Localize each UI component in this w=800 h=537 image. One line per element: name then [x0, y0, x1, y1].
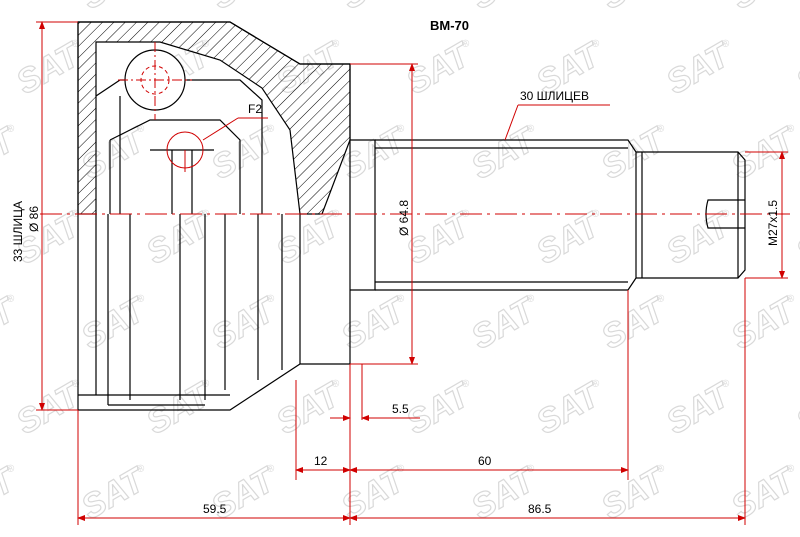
- watermark-logo: SAT®: [0, 459, 24, 527]
- housing-splines-label: 33 ШЛИЦА: [11, 201, 25, 262]
- svg-text:SAT: SAT: [0, 0, 24, 17]
- watermark-logo: SAT®: [334, 459, 414, 527]
- watermark-logo: SAT®: [464, 119, 544, 187]
- watermark-logo: SAT®: [139, 374, 219, 442]
- watermark-logo: SAT®: [74, 0, 154, 18]
- thread-label: M27x1.5: [766, 200, 780, 246]
- watermark-logo: SAT®: [659, 204, 739, 272]
- watermark-logo: SAT®: [334, 0, 414, 18]
- watermark-logo: SAT®: [0, 289, 24, 357]
- watermark-logo: SAT®: [594, 459, 674, 527]
- dim-5-5: 5.5: [392, 402, 409, 416]
- ball-center-marks: [118, 42, 268, 172]
- watermark-logo: SAT®: [659, 374, 739, 442]
- watermark-logo: SAT®: [204, 289, 284, 357]
- watermark-logo: SAT®: [724, 289, 800, 357]
- watermark-logo: SAT®: [529, 374, 609, 442]
- watermark-logo: SAT®: [789, 34, 800, 102]
- svg-text:SAT: SAT: [790, 375, 800, 442]
- dim-60: 60: [478, 454, 492, 468]
- watermark-logo: SAT®: [0, 119, 24, 187]
- dim-59-5: 59.5: [203, 502, 227, 516]
- outer-diameter-label: Ø 86: [27, 206, 41, 232]
- watermark-logo: SAT®: [659, 34, 739, 102]
- watermark-logo: SAT®: [789, 374, 800, 442]
- watermark-logo: SAT®: [269, 374, 349, 442]
- watermark-logo: SAT®: [594, 0, 674, 18]
- watermark-logo: SAT®: [724, 0, 800, 18]
- svg-text:SAT: SAT: [75, 0, 154, 17]
- watermark-logo: SAT®: [204, 119, 284, 187]
- watermark-logo: SAT®: [594, 289, 674, 357]
- svg-text:SAT: SAT: [790, 35, 800, 102]
- watermark-logo: SAT®: [399, 374, 479, 442]
- watermark-logo: SAT®: [529, 204, 609, 272]
- dimension-lines: [36, 21, 788, 525]
- watermark-logo: SAT®: [334, 289, 414, 357]
- svg-text:SAT: SAT: [335, 0, 414, 17]
- watermark-logo: SAT®: [464, 289, 544, 357]
- dim-86-5: 86.5: [528, 502, 552, 516]
- svg-text:SAT: SAT: [725, 0, 800, 17]
- watermark-logo: SAT®: [0, 0, 24, 18]
- watermark-logo: SAT®: [74, 459, 154, 527]
- shaft-diameter-label: Ø 64.8: [397, 200, 411, 236]
- watermark-logo: SAT®: [74, 289, 154, 357]
- shaft-splines-label: 30 ШЛИЦЕВ: [520, 89, 589, 103]
- dim-12: 12: [314, 454, 328, 468]
- detail-f2-label: F2: [248, 102, 262, 116]
- svg-text:SAT: SAT: [595, 0, 674, 17]
- watermark-logo: SAT®: [204, 0, 284, 18]
- watermark-logo: SAT®: [139, 204, 219, 272]
- watermark-logo: SAT®: [464, 0, 544, 18]
- shaft: [350, 139, 746, 291]
- watermark-logo: SAT®: [9, 374, 89, 442]
- watermark-logo: SAT®: [724, 459, 800, 527]
- watermark-logo: SAT®: [789, 204, 800, 272]
- svg-text:SAT: SAT: [465, 0, 544, 17]
- svg-text:SAT: SAT: [205, 0, 284, 17]
- part-number: BM-70: [430, 18, 469, 33]
- svg-text:SAT: SAT: [790, 205, 800, 272]
- watermark-logo: SAT®: [204, 459, 284, 527]
